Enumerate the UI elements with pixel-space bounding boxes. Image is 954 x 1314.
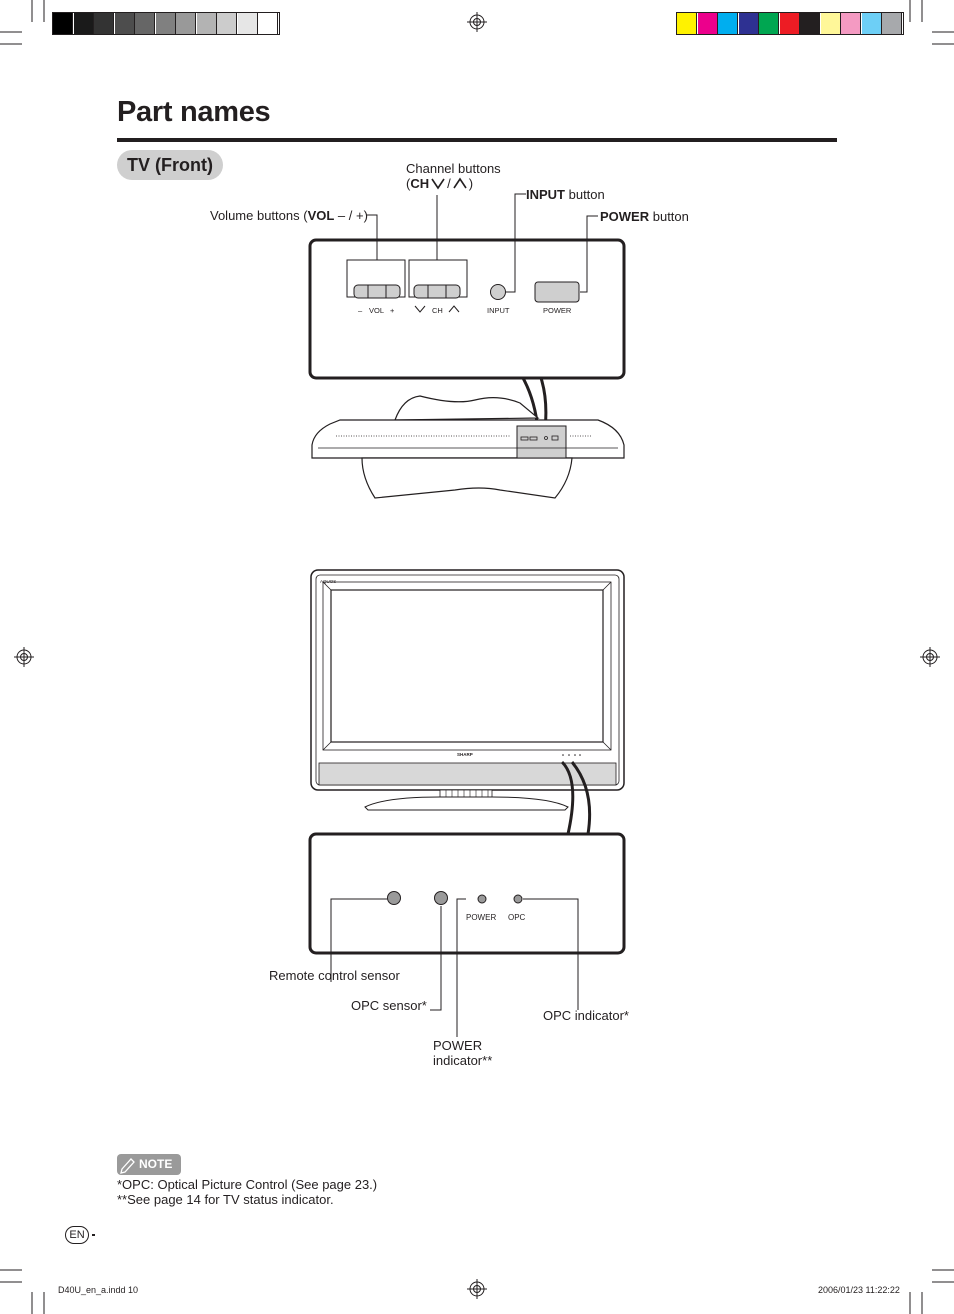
side-button-panel [516,425,567,459]
page-title: Part names [117,96,271,128]
volume-buttons-label: Volume buttons (VOL – / +) [210,208,368,223]
title-rule [117,138,837,142]
indicator-panel-zoom [308,832,626,955]
svg-text:VOL: VOL [369,306,384,315]
power-indicator-label: POWER indicator** [433,1038,493,1068]
section-heading: TV (Front) [117,150,223,180]
print-swatch [73,13,94,34]
svg-text:CH: CH [432,306,443,315]
print-swatch [697,13,718,34]
input-button-label: INPUT button [526,187,605,202]
print-swatch [779,13,800,34]
print-swatch [135,13,156,34]
print-swatch [114,13,135,34]
opc-indicator [513,894,523,904]
svg-text:–: – [358,306,363,315]
svg-text:+: + [390,306,395,315]
opc-indicator-label: OPC indicator* [543,1008,629,1023]
print-swatch [196,13,217,34]
print-swatch [800,13,821,34]
print-swatch [677,13,698,34]
print-swatch [155,13,176,34]
tv-screen [330,589,604,743]
print-swatch [861,13,882,34]
power-button [534,281,580,303]
print-swatch [258,13,279,34]
print-swatch [820,13,841,34]
print-swatch [237,13,258,34]
pencil-icon [120,1158,135,1174]
control-panel-zoom [308,238,626,380]
sharp-logo: SHARP [457,752,473,757]
power-button-label: POWER button [600,209,689,224]
power-indicator [477,894,487,904]
print-swatch [217,13,238,34]
opc-sensor-label: OPC sensor* [351,998,427,1013]
channel-rocker-button [413,284,461,299]
remote-control-sensor [387,891,401,905]
chevron-down-icon [414,305,426,313]
input-button [490,284,506,300]
page-number-dash [92,1234,95,1236]
language-badge: EN [65,1226,89,1244]
color-bar [676,12,904,35]
channel-buttons-label: Channel buttons (CH/) [406,161,501,191]
chevron-up-icon [453,177,467,189]
print-swatch [841,13,862,34]
chevron-up-icon [448,305,460,313]
volume-rocker-button [353,284,401,299]
print-swatch [94,13,115,34]
print-swatch [718,13,739,34]
chevron-down-icon [431,178,445,190]
print-swatch [882,13,903,34]
print-swatch [738,13,759,34]
registration-target-icon [14,12,940,1299]
print-swatch [759,13,780,34]
svg-text:POWER: POWER [466,913,496,922]
svg-text:OPC: OPC [508,913,526,922]
note-badge: NOTE [117,1154,181,1175]
note-text: *OPC: Optical Picture Control (See page … [117,1177,378,1207]
grayscale-bar [52,12,280,35]
print-swatch [53,13,74,34]
svg-text:INPUT: INPUT [487,306,510,315]
svg-text:POWER: POWER [543,306,572,315]
speaker-grille [318,762,617,786]
footer-date: 2006/01/23 11:22:22 [818,1285,900,1295]
print-swatch [176,13,197,34]
footer-file: D40U_en_a.indd 10 [58,1285,139,1295]
opc-sensor [434,891,448,905]
aquos-logo: AQUOS [320,579,336,584]
remote-control-sensor-label: Remote control sensor [269,968,400,983]
